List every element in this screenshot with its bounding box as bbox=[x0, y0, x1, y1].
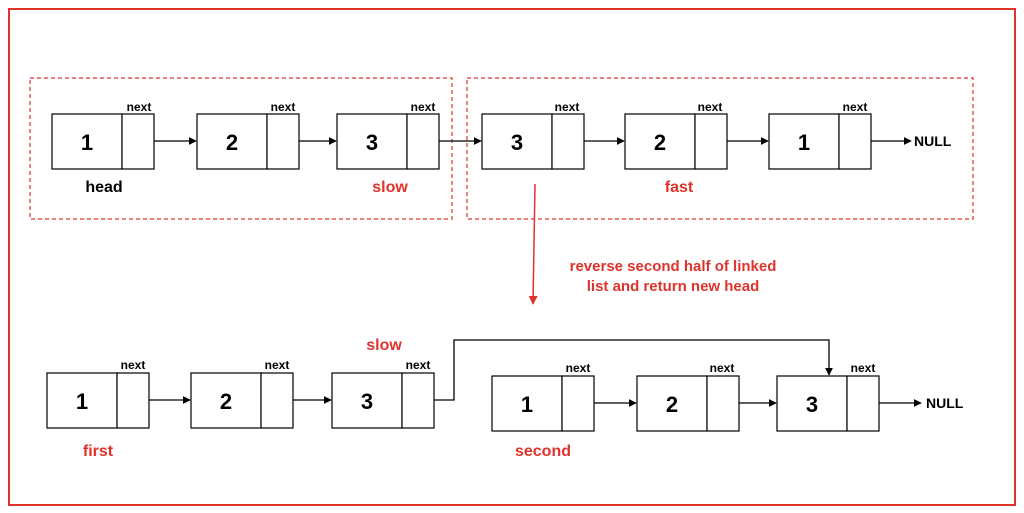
slow-label-top: slow bbox=[372, 179, 408, 196]
second-label: second bbox=[515, 443, 571, 460]
top-node-4: 3 next bbox=[481, 100, 585, 170]
next-pointer-label: next bbox=[698, 100, 723, 114]
first-node-3: 3 next bbox=[331, 358, 435, 429]
reverse-caption-line1: reverse second half of linked bbox=[570, 258, 777, 275]
next-pointer-label: next bbox=[127, 100, 152, 114]
node-value: 3 bbox=[511, 130, 523, 155]
fast-label: fast bbox=[665, 179, 694, 196]
second-node-3: 3 next bbox=[776, 361, 880, 432]
next-pointer-label: next bbox=[555, 100, 580, 114]
top-node-2: 2 next bbox=[196, 100, 300, 170]
first-half-group bbox=[29, 77, 453, 220]
node-value: 2 bbox=[666, 392, 678, 417]
node-value: 1 bbox=[798, 130, 810, 155]
slow-label-bottom: slow bbox=[366, 337, 402, 354]
node-value: 3 bbox=[366, 130, 378, 155]
node-value: 2 bbox=[226, 130, 238, 155]
node-value: 1 bbox=[76, 389, 88, 414]
node-value: 1 bbox=[521, 392, 533, 417]
next-pointer-label: next bbox=[710, 361, 735, 375]
head-label: head bbox=[85, 179, 122, 196]
next-pointer-label: next bbox=[265, 358, 290, 372]
next-pointer-label: next bbox=[566, 361, 591, 375]
next-pointer-label: next bbox=[843, 100, 868, 114]
next-pointer-label: next bbox=[271, 100, 296, 114]
top-linked-list: 1 next 2 next 3 next 3 next 2 next bbox=[51, 100, 952, 196]
next-pointer-label: next bbox=[411, 100, 436, 114]
node-value: 2 bbox=[654, 130, 666, 155]
node-value: 3 bbox=[806, 392, 818, 417]
node-value: 2 bbox=[220, 389, 232, 414]
reverse-caption-line2: list and return new head bbox=[587, 278, 760, 295]
first-node-1: 1 next bbox=[46, 358, 150, 429]
second-node-2: 2 next bbox=[636, 361, 740, 432]
next-pointer-label: next bbox=[406, 358, 431, 372]
bottom-linked-list: 1 next 2 next 3 next 1 next 2 next bbox=[46, 337, 964, 460]
next-pointer-label: next bbox=[851, 361, 876, 375]
second-node-1: 1 next bbox=[491, 361, 595, 432]
first-label: first bbox=[83, 443, 114, 460]
outer-frame bbox=[8, 8, 1016, 506]
node-value: 1 bbox=[81, 130, 93, 155]
reverse-transition-arrow bbox=[528, 183, 538, 305]
second-half-group bbox=[466, 77, 974, 220]
slow-next-connector-arrow bbox=[434, 339, 833, 401]
top-null-label: NULL bbox=[914, 133, 952, 149]
next-pointer-label: next bbox=[121, 358, 146, 372]
top-node-3: 3 next bbox=[336, 100, 440, 170]
top-node-5: 2 next bbox=[624, 100, 728, 170]
first-node-2: 2 next bbox=[190, 358, 294, 429]
top-node-1: 1 next bbox=[51, 100, 155, 170]
top-node-6: 1 next bbox=[768, 100, 872, 170]
node-value: 3 bbox=[361, 389, 373, 414]
bottom-null-label: NULL bbox=[926, 395, 964, 411]
